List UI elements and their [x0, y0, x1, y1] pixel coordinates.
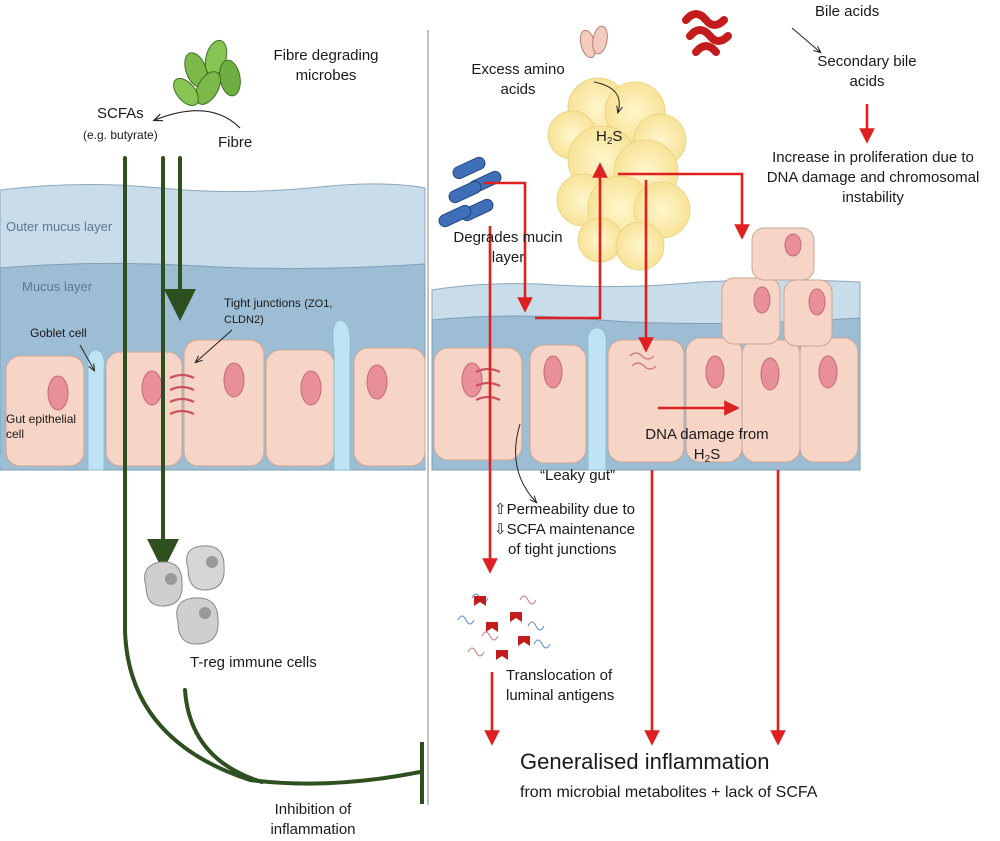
fibre-label: Fibre [218, 134, 253, 151]
mucus-layer-label: Mucus layer [22, 279, 93, 294]
h2s-label: H2S [596, 127, 622, 152]
outer-mucus-label: Outer mucus layer [6, 219, 113, 234]
bile-acids-icon [682, 10, 732, 56]
h2s-sub: 2 [606, 136, 613, 147]
goblet-cell-left-2 [332, 319, 351, 471]
generalised-inflammation-subtitle: from microbial metabolites + lack of SCF… [520, 784, 818, 801]
generalised-inflammation-title: Generalised inflammation [520, 749, 770, 774]
fibre-microbes-label: Fibre degrading microbes [270, 46, 382, 86]
damaged-dna-icon [629, 352, 657, 370]
degrades-mucin-label: Degrades mucin layer [448, 228, 568, 268]
epithelial-label-line-2: cell [6, 427, 25, 441]
goblet-pointer [79, 344, 94, 370]
tight-junction-marks-left [169, 373, 195, 415]
fibre-microbes-icon [173, 39, 241, 107]
permeability-line-1: ⇧Permeability due to [494, 501, 635, 518]
fibre-microbes-label-line-2: microbes [295, 67, 357, 84]
inhibition-label: Inhibition of inflammation [258, 800, 368, 840]
red-arrows [482, 104, 875, 746]
fibre-to-scfa-arrow [155, 110, 241, 129]
tight-junctions-detail-2: CLDN2) [224, 314, 264, 326]
permeability-line-2: ⇩SCFA maintenance [494, 521, 635, 538]
secondary-bile-line-1: Secondary bile [817, 53, 917, 70]
amino-to-h2s-arrow [593, 81, 619, 112]
translocation-label: Translocation of luminal antigens [506, 666, 614, 706]
left-epithelial-cells [5, 339, 426, 467]
h2s-s: S [612, 128, 623, 145]
fibre-microbes-label-line-1: Fibre degrading [273, 47, 379, 64]
amino-acid-microbe-icon [579, 25, 608, 59]
scfa-example-label: (e.g. butyrate) [83, 128, 158, 142]
leaky-gut-pointer [515, 423, 536, 502]
excess-amino-line-1: Excess amino [471, 61, 565, 78]
proliferation-line-2: DNA damage and chromosomal [766, 169, 980, 186]
proliferation-line-3: instability [842, 189, 904, 206]
tight-junction-marks-right [475, 367, 501, 401]
excess-amino-label: Excess amino acids [455, 60, 581, 100]
dna-damage-s: S [710, 446, 721, 463]
permeability-line-3: of tight junctions [508, 541, 617, 558]
degrades-mucin-line-2: layer [491, 249, 525, 266]
proliferation-label: Increase in proliferation due to DNA dam… [754, 148, 992, 208]
dna-damage-h: H [693, 446, 705, 463]
translocation-line-2: luminal antigens [506, 687, 615, 704]
mucin-bacteria-icon [438, 156, 502, 228]
dna-damage-sub: 2 [704, 454, 711, 465]
leaky-gut-label: “Leaky gut” [540, 467, 616, 484]
permeability-label: ⇧Permeability due to ⇩SCFA maintenance o… [494, 500, 635, 560]
tight-junctions-text: Tight junctions [224, 296, 301, 310]
goblet-cell-left-1 [87, 349, 105, 471]
treg-label: T-reg immune cells [190, 654, 317, 671]
goblet-cell-right [587, 327, 607, 471]
dna-damage-line-1: DNA damage from [645, 426, 769, 443]
degrades-mucin-line-1: Degrades mucin [453, 229, 563, 246]
dna-damage-label: DNA damage from H2S [632, 425, 782, 470]
scfa-label: SCFAs [97, 105, 144, 122]
inhibition-line-1: Inhibition of [274, 801, 352, 818]
translocation-line-1: Translocation of [506, 667, 613, 684]
h2s-h: H [596, 128, 607, 145]
epithelial-label-line-1: Gut epithelial [6, 412, 77, 426]
tight-junctions-label: Tight junctions (ZO1, [224, 296, 332, 311]
luminal-antigens-icon [457, 593, 551, 660]
proliferation-line-1: Increase in proliferation due to [772, 149, 974, 166]
secondary-bile-line-2: acids [849, 73, 885, 90]
inhibition-line-2: inflammation [270, 821, 356, 838]
h2s-cloud [547, 77, 691, 271]
left-tissue [0, 183, 426, 471]
treg-cells-icon [144, 545, 225, 645]
dna-damage-line-2: H2S [632, 445, 782, 470]
right-epithelial-cells [433, 227, 859, 464]
secondary-bile-label: Secondary bile acids [810, 52, 924, 92]
bile-acids-label: Bile acids [815, 3, 880, 20]
tight-junctions-detail-1: (ZO1, [304, 298, 333, 310]
scfa-green-arrows [123, 156, 422, 786]
excess-amino-line-2: acids [500, 81, 536, 98]
tight-junction-pointer [196, 329, 233, 362]
epithelial-label: Gut epithelial cell [6, 412, 76, 442]
right-tissue [431, 227, 861, 471]
goblet-cell-label: Goblet cell [30, 326, 87, 340]
bile-to-secondary-arrow [791, 27, 820, 52]
